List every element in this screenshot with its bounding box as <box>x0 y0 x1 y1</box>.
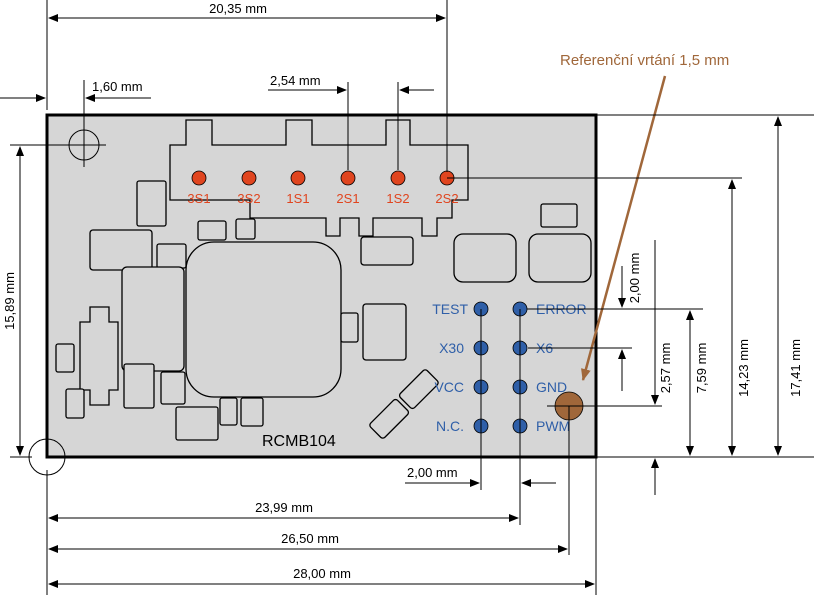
reference-label: Referenční vrtání 1,5 mm <box>560 52 729 69</box>
connector-housing <box>169 119 469 237</box>
dim-pin-pitch: 2,54 mm <box>270 73 321 88</box>
component <box>197 220 227 241</box>
component <box>123 363 155 409</box>
top-pin-label: 2S1 <box>336 191 359 206</box>
dim-w3: 28,00 mm <box>293 566 351 581</box>
top-pin: 1S1 <box>286 170 310 206</box>
top-pin: 3S2 <box>237 170 261 206</box>
left-pin: N.C. <box>436 418 489 434</box>
dim-left-height: 15,89 mm <box>2 272 17 330</box>
component <box>540 203 578 228</box>
dim-top-width: 20,35 mm <box>209 1 267 16</box>
component <box>360 236 414 266</box>
top-pin: 2S1 <box>336 170 360 206</box>
component <box>121 266 185 372</box>
component <box>362 303 407 361</box>
dim-h3: 14,23 mm <box>736 339 751 397</box>
right-pin: GND <box>512 379 567 395</box>
dim-right-pitch: 2,00 mm <box>627 253 642 304</box>
top-pin-label: 2S2 <box>435 191 458 206</box>
right-pin-label: GND <box>536 379 567 395</box>
top-pin-label: 1S2 <box>386 191 409 206</box>
top-pin-label: 1S1 <box>286 191 309 206</box>
dim-h4: 17,41 mm <box>788 339 803 397</box>
component <box>219 397 238 426</box>
component <box>79 306 119 406</box>
dim-h1: 2,57 mm <box>658 343 673 394</box>
component <box>156 243 187 269</box>
component <box>369 369 439 439</box>
component <box>160 371 186 405</box>
component <box>528 233 592 283</box>
left-pin-label: N.C. <box>436 418 464 434</box>
component <box>453 233 517 283</box>
left-pin-label: X30 <box>439 340 464 356</box>
component <box>340 312 359 343</box>
left-pin: VCC <box>434 379 489 395</box>
dim-w2: 26,50 mm <box>281 531 339 546</box>
right-pin: PWM <box>512 418 570 434</box>
component <box>175 406 219 441</box>
component <box>65 388 85 419</box>
board-name: RCMB104 <box>262 433 336 450</box>
component <box>185 241 342 398</box>
component <box>136 180 167 227</box>
dim-bottom-pitch: 2,00 mm <box>407 465 458 480</box>
top-pin: 3S1 <box>187 170 211 206</box>
right-pin-label: PWM <box>536 418 570 434</box>
top-pin: 1S2 <box>386 170 410 206</box>
component <box>89 229 153 271</box>
dim-h2: 7,59 mm <box>694 343 709 394</box>
top-pin-label: 3S2 <box>237 191 260 206</box>
reference-arrow <box>581 75 667 381</box>
dim-w1: 23,99 mm <box>255 500 313 515</box>
left-pin-label: VCC <box>434 379 464 395</box>
component <box>235 218 256 240</box>
dim-hole-offset: 1,60 mm <box>92 79 143 94</box>
top-pin-label: 3S1 <box>187 191 210 206</box>
left-pin-label: TEST <box>432 301 468 317</box>
left-pin: TEST <box>432 301 489 317</box>
component <box>55 343 75 373</box>
component <box>240 397 264 427</box>
